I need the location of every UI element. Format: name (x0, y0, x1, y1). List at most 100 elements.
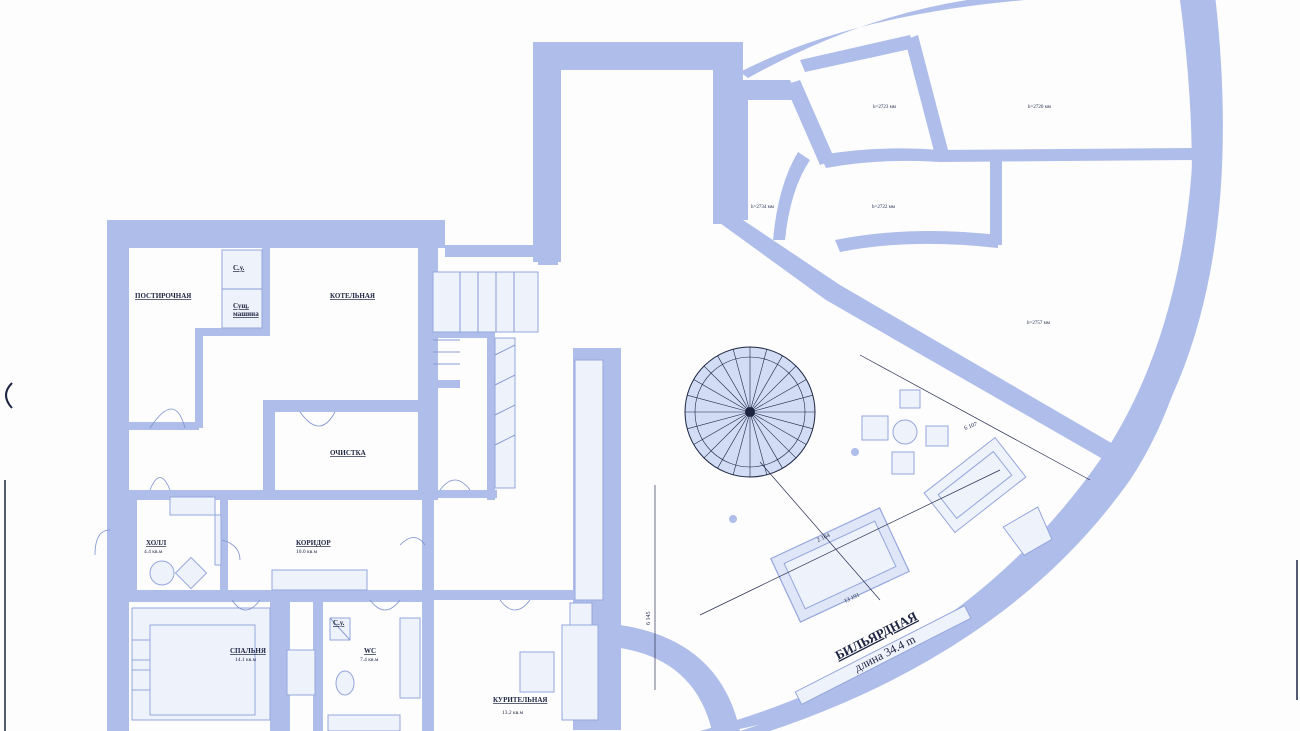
billiard-table (770, 507, 910, 623)
room-area-spalnya: 14.1 кв.м (235, 657, 257, 663)
room-label-wc-su: С.у. (333, 619, 345, 627)
spiral-step (749, 365, 797, 413)
wall (538, 245, 558, 265)
spiral-step (749, 394, 813, 413)
spiral-step (687, 411, 751, 430)
armchair (1002, 506, 1053, 556)
spiral-step (693, 379, 751, 413)
room-label-sush2: машина (233, 310, 259, 318)
room-label-postirochnaya: ПОСТИРОЧНАЯ (135, 292, 191, 300)
room-label-kuritelnaya: КУРИТЕЛЬНАЯ (493, 696, 547, 704)
wall (713, 218, 1120, 462)
wall (432, 330, 492, 338)
wall (432, 590, 577, 600)
wall (107, 220, 129, 731)
room-label-su: С.у. (233, 264, 245, 272)
spiral-step (703, 411, 751, 459)
wall (735, 80, 748, 220)
wall (445, 245, 540, 257)
spiral-step (749, 411, 813, 430)
wall (487, 330, 495, 500)
wall (432, 490, 497, 498)
wall (432, 380, 460, 388)
bench (574, 359, 604, 601)
staircase (432, 271, 539, 489)
wall (195, 328, 203, 428)
column (729, 515, 737, 523)
spiral-step (717, 355, 751, 413)
sofa (923, 436, 1027, 534)
bed (131, 607, 271, 721)
wall (800, 35, 915, 72)
wall (129, 490, 429, 500)
dining-table (861, 389, 949, 475)
shoe-rack (169, 496, 216, 516)
wall (835, 231, 998, 252)
wall (533, 42, 743, 70)
wall (533, 42, 561, 262)
height-label: h=2734 мм (751, 205, 775, 210)
room-area-holl: 4.4 кв.м (144, 549, 163, 555)
armchair (569, 602, 593, 626)
spiral-step (749, 411, 807, 445)
wall (263, 400, 418, 412)
wall (773, 152, 810, 240)
wall (990, 155, 1002, 245)
wall (220, 500, 228, 595)
side-table (174, 556, 208, 590)
smoking-table (519, 651, 555, 693)
spiral-step (749, 349, 768, 413)
wall (313, 600, 323, 731)
room-area-koridor: 10.0 кв.м (296, 549, 318, 555)
wall (263, 400, 275, 495)
spiral-step (693, 411, 751, 445)
height-label: h=2757 мм (1027, 321, 1051, 326)
wall (735, 80, 800, 100)
smoking-sofa (561, 624, 599, 721)
wall (129, 490, 137, 600)
wall (129, 422, 199, 430)
doors (94, 408, 531, 611)
spiral-step (687, 394, 751, 413)
door-frame (214, 514, 222, 566)
console (271, 569, 368, 591)
room-label-spalnya: СПАЛЬНЯ (230, 647, 266, 655)
height-label: h=2722 мм (872, 205, 896, 210)
spiral-step (749, 411, 783, 469)
dimension-lines (654, 354, 1091, 690)
room-label-kotelnaya: КОТЕЛЬНАЯ (330, 292, 375, 300)
toilet (335, 670, 355, 696)
kitchen-stove (286, 649, 316, 696)
room-area-wc: 7.4 кв.м (360, 657, 379, 663)
wall (905, 35, 948, 155)
wall (195, 328, 270, 336)
curved-outer-wall (700, 0, 1223, 731)
sink-counter (399, 617, 421, 699)
curved-wall (620, 625, 740, 731)
spiral-staircase (684, 346, 816, 478)
wall (418, 220, 438, 500)
wall (422, 495, 434, 731)
dimension-label: 2 104 (816, 533, 831, 544)
spiral-step (749, 379, 807, 413)
spiral-step (749, 355, 783, 413)
spiral-step (732, 411, 751, 475)
spiral-step (749, 411, 768, 475)
wall-thin (270, 600, 290, 731)
wall (129, 590, 429, 602)
column (851, 448, 859, 456)
room-label-wc: WC (364, 647, 376, 655)
spiral-step (749, 411, 797, 459)
wall (262, 248, 270, 333)
round-table (149, 560, 175, 586)
edge-mark (5, 382, 13, 409)
room-label-sush: Сущ. (233, 302, 249, 310)
bathtub (327, 714, 401, 731)
room-label-ochistka: ОЧИСТКА (330, 449, 366, 457)
wall (785, 80, 835, 165)
bench (794, 605, 972, 706)
wall (820, 148, 1195, 168)
spiral-step (732, 349, 751, 413)
